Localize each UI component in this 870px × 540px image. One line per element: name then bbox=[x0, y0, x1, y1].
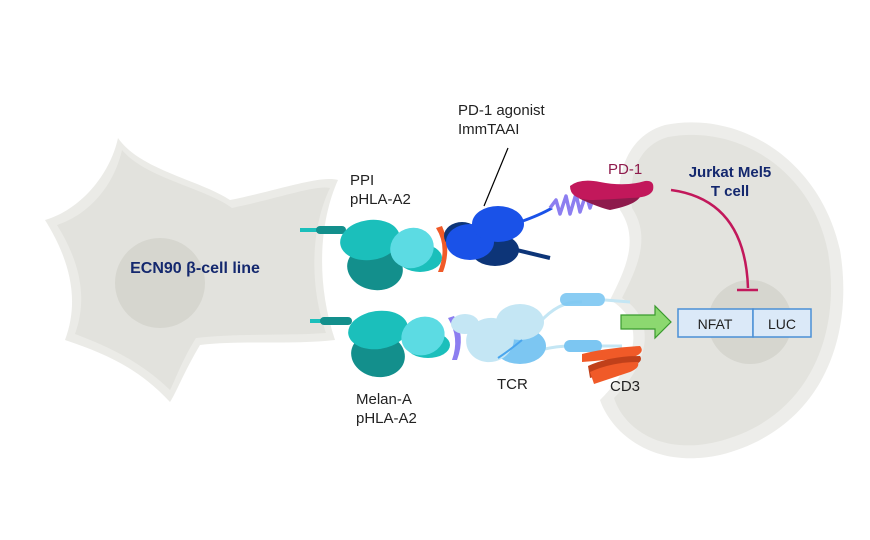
ppi-alpha3 bbox=[340, 219, 400, 261]
melan-label-line2: pHLA-A2 bbox=[356, 410, 417, 427]
pd1-label: PD-1 bbox=[608, 161, 642, 178]
activation-arrow bbox=[620, 304, 672, 340]
tcr-domain-line bbox=[497, 339, 523, 359]
melan-alpha3 bbox=[348, 310, 408, 350]
pd1-body bbox=[570, 180, 654, 200]
melan-phla-complex bbox=[310, 310, 461, 378]
cd3-chain-3 bbox=[590, 362, 639, 384]
t-cell bbox=[600, 122, 844, 459]
t-cell-label-line1: Jurkat Mel5 bbox=[689, 164, 772, 181]
melan-label-line1: Melan-A bbox=[356, 391, 412, 408]
beta-cell bbox=[45, 138, 338, 402]
immtaai-alpha-top bbox=[472, 206, 524, 242]
ppi-label-line1: PPI bbox=[350, 172, 374, 189]
beta-cell-label: ECN90 β-cell line bbox=[130, 260, 260, 277]
cd3-chain-1 bbox=[582, 346, 642, 362]
beta-cell-nucleus bbox=[115, 238, 205, 328]
melan-anchor bbox=[320, 317, 352, 325]
tcr-molecule bbox=[451, 293, 631, 364]
immtaai-molecule bbox=[444, 147, 553, 266]
immtaai-label-line2: ImmTAAI bbox=[458, 121, 519, 138]
tcr-beta-tm bbox=[564, 340, 602, 352]
immtaai-pointer bbox=[483, 147, 509, 207]
tcr-alpha-constant bbox=[496, 304, 544, 340]
ppi-label-line2: pHLA-A2 bbox=[350, 191, 411, 208]
t-cell-body bbox=[614, 134, 832, 446]
tcr-alpha-tm bbox=[560, 293, 605, 306]
pd1-receptor bbox=[570, 180, 654, 210]
tcr-label: TCR bbox=[497, 376, 528, 393]
melan-alpha1 bbox=[401, 316, 445, 356]
ppi-phla-complex bbox=[300, 219, 448, 291]
immtaai-label-line1: PD-1 agonist bbox=[458, 102, 546, 119]
reporter-construct: NFAT LUC bbox=[677, 308, 812, 338]
ppi-alpha1 bbox=[390, 227, 434, 269]
cd3-label: CD3 bbox=[610, 378, 640, 395]
luc-label: LUC bbox=[768, 316, 796, 332]
ppi-anchor bbox=[316, 226, 346, 234]
nfat-label: NFAT bbox=[698, 316, 733, 332]
cd3-complex bbox=[582, 346, 642, 384]
immtaai-linker bbox=[519, 206, 553, 224]
inhibition-arc bbox=[670, 188, 750, 289]
tcr-alpha-tail bbox=[604, 298, 631, 304]
luc-box bbox=[752, 308, 812, 338]
t-cell-label-line2: T cell bbox=[711, 183, 749, 200]
